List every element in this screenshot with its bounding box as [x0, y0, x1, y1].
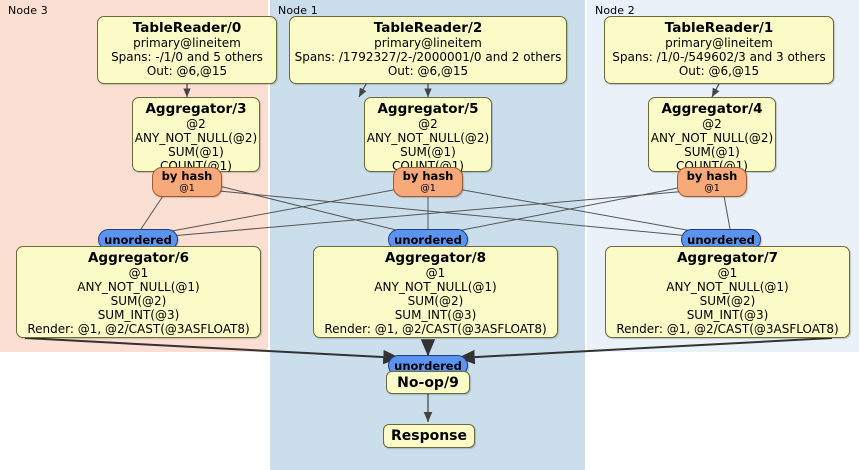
node-line: Render: @1, @2/CAST(@3ASFLOAT8) [27, 322, 250, 336]
node-title: TableReader/1 [664, 20, 774, 36]
node-title: Aggregator/6 [87, 250, 190, 266]
node-line: Render: @1, @2/CAST(@3ASFLOAT8) [324, 322, 547, 336]
sync-unordered-6[interactable]: unordered [98, 229, 178, 250]
router-by-hash-3[interactable]: by hash @1 [152, 167, 222, 197]
node-line: primary@lineitem [133, 36, 241, 50]
node-noop-9[interactable]: No-op/9 [386, 371, 470, 394]
node-line: Spans: /1792327/2-/2000001/0 and 2 other… [294, 50, 562, 64]
panel-node-1-label: Node 1 [278, 4, 318, 17]
node-line: SUM(@2) [407, 294, 464, 308]
node-tablereader-2[interactable]: TableReader/2 primary@lineitem Spans: /1… [289, 16, 567, 84]
node-aggregator-5[interactable]: Aggregator/5 @2 ANY_NOT_NULL(@2) SUM(@1)… [364, 97, 492, 173]
router-sub: @1 [420, 183, 436, 194]
node-line: SUM_INT(@3) [97, 308, 180, 322]
node-aggregator-4[interactable]: Aggregator/4 @2 ANY_NOT_NULL(@2) SUM(@1)… [648, 97, 776, 173]
node-line: ANY_NOT_NULL(@2) [134, 131, 258, 145]
node-line: primary@lineitem [374, 36, 482, 50]
node-line: SUM_INT(@3) [394, 308, 477, 322]
router-label: by hash [686, 169, 738, 183]
node-line: ANY_NOT_NULL(@1) [77, 280, 200, 294]
router-by-hash-4[interactable]: by hash @1 [677, 167, 747, 197]
node-line: SUM_INT(@3) [686, 308, 769, 322]
sync-label: unordered [394, 359, 462, 373]
node-aggregator-7[interactable]: Aggregator/7 @1 ANY_NOT_NULL(@1) SUM(@2)… [605, 246, 850, 338]
sync-unordered-final[interactable]: unordered [388, 355, 468, 376]
node-title: TableReader/0 [132, 20, 242, 36]
node-aggregator-6[interactable]: Aggregator/6 @1 ANY_NOT_NULL(@1) SUM(@2)… [16, 246, 261, 338]
node-line: ANY_NOT_NULL(@2) [366, 131, 490, 145]
node-title: TableReader/2 [373, 20, 483, 36]
node-line: @2 [702, 117, 722, 131]
sync-label: unordered [394, 233, 462, 247]
node-tablereader-1[interactable]: TableReader/1 primary@lineitem Spans: /1… [604, 16, 834, 84]
node-line: @1 [128, 266, 149, 280]
node-line: SUM(@1) [400, 145, 456, 159]
sync-label: unordered [687, 233, 755, 247]
node-title: Aggregator/7 [676, 250, 779, 266]
node-title: Aggregator/4 [661, 101, 763, 117]
sync-label: unordered [104, 233, 172, 247]
node-title: Aggregator/3 [145, 101, 247, 117]
node-line: ANY_NOT_NULL(@1) [374, 280, 497, 294]
node-line: Spans: -/1/0 and 5 others [111, 50, 263, 64]
node-line: Spans: /1/0-/549602/3 and 3 others [612, 50, 826, 64]
router-sub: @1 [704, 183, 720, 194]
node-title: No-op/9 [397, 375, 459, 391]
router-sub: @1 [179, 183, 195, 194]
node-line: Out: @6,@15 [146, 64, 228, 78]
router-label: by hash [161, 169, 213, 183]
node-line: Out: @6,@15 [387, 64, 469, 78]
node-line: SUM(@2) [699, 294, 756, 308]
node-aggregator-8[interactable]: Aggregator/8 @1 ANY_NOT_NULL(@1) SUM(@2)… [313, 246, 558, 338]
node-title: Aggregator/8 [384, 250, 487, 266]
node-title: Aggregator/5 [377, 101, 479, 117]
node-aggregator-3[interactable]: Aggregator/3 @2 ANY_NOT_NULL(@2) SUM(@1)… [132, 97, 260, 173]
node-line: SUM(@2) [110, 294, 167, 308]
node-line: Render: @1, @2/CAST(@3ASFLOAT8) [616, 322, 839, 336]
router-by-hash-5[interactable]: by hash @1 [393, 167, 463, 197]
panel-node-3-label: Node 3 [8, 4, 48, 17]
router-label: by hash [402, 169, 454, 183]
node-response[interactable]: Response [383, 424, 475, 448]
node-line: ANY_NOT_NULL(@1) [666, 280, 789, 294]
node-line: Out: @6,@15 [678, 64, 760, 78]
node-line: @1 [717, 266, 738, 280]
node-line: @1 [425, 266, 446, 280]
node-line: ANY_NOT_NULL(@2) [650, 131, 774, 145]
node-line: SUM(@1) [168, 145, 224, 159]
node-line: @2 [418, 117, 438, 131]
node-title: Response [390, 428, 468, 444]
node-tablereader-0[interactable]: TableReader/0 primary@lineitem Spans: -/… [97, 16, 277, 84]
node-line: SUM(@1) [684, 145, 740, 159]
node-line: @2 [186, 117, 206, 131]
node-line: primary@lineitem [665, 36, 773, 50]
panel-node-2-label: Node 2 [595, 4, 635, 17]
